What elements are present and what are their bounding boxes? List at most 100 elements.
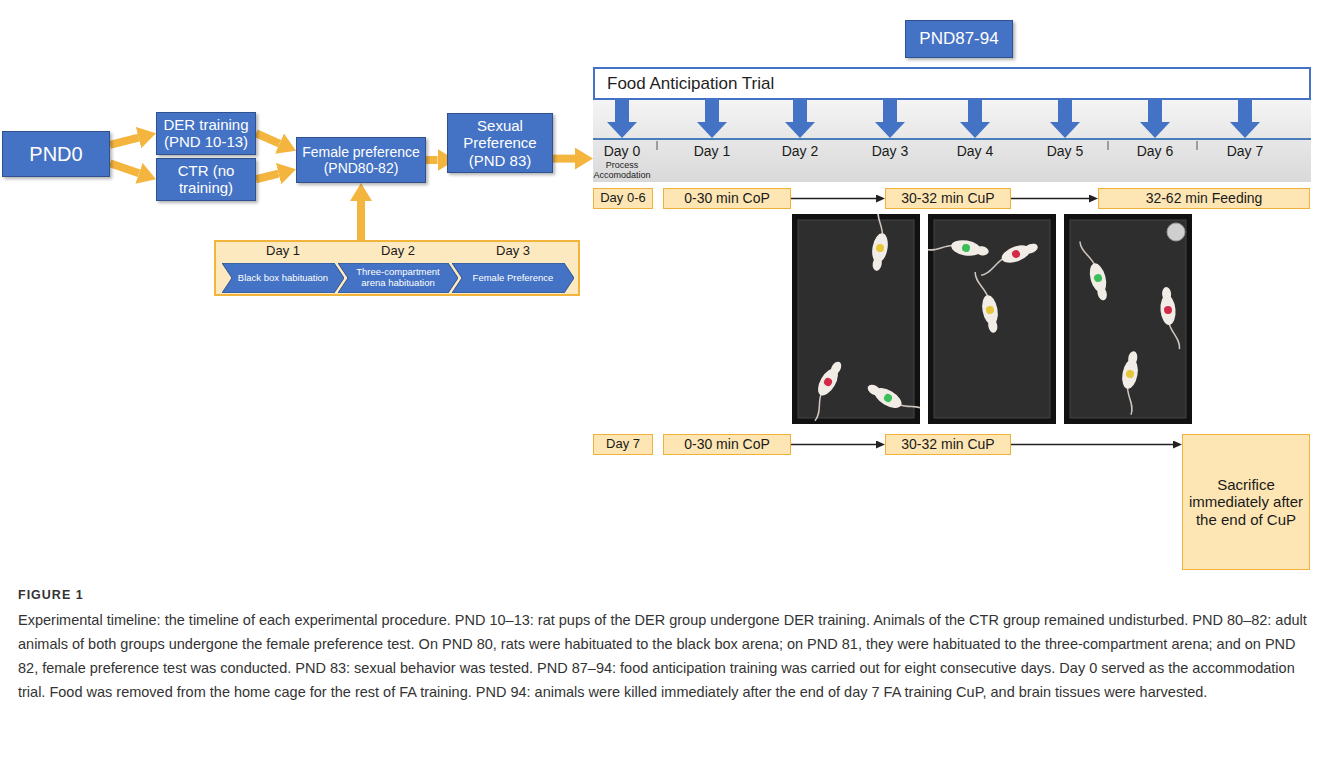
arena-photo (1064, 214, 1192, 424)
rat (928, 234, 990, 261)
node-text: Day 1 (694, 143, 731, 159)
timeline-tick (1108, 141, 1109, 150)
node-text: Day 0-6 (600, 190, 646, 205)
timeline-band (593, 100, 1311, 182)
connector-group (110, 100, 1245, 445)
text-holder: Day 3 (478, 244, 548, 259)
flow-arrow (615, 100, 629, 122)
text-holder: 30-32 min CuP (901, 190, 994, 206)
node-text: DER training (PND 10-13) (163, 116, 248, 150)
node-text: Sexual Preference (PND 83) (463, 117, 536, 169)
text-holder: 32-62 min Feeding (1146, 190, 1263, 206)
text-holder: PND87-94 (919, 29, 998, 49)
text-holder: Sacrifice immediately after the end of C… (1187, 476, 1305, 528)
text-holder: Day 5 (1035, 143, 1095, 159)
flow-arrow (256, 174, 279, 180)
flow-arrow (553, 155, 575, 163)
step-chevron: Black box habituation (222, 263, 344, 293)
flow-arrow (357, 201, 365, 240)
flow-arrow (256, 133, 280, 143)
node-text: 0-30 min CoP (684, 436, 770, 452)
rat (1116, 350, 1143, 415)
rat (1080, 237, 1112, 302)
flow-arrow (110, 138, 139, 145)
trial-header-box: Food Anticipation Trial (593, 67, 1311, 100)
node-text: Day 3 (496, 243, 530, 258)
text-holder: PND0 (29, 143, 82, 166)
node-text: Day 3 (872, 143, 909, 159)
timeline-tick (1197, 141, 1198, 150)
rat (976, 239, 1041, 275)
text-holder: Day 7 (606, 437, 640, 452)
node-text: 30-32 min CuP (901, 190, 994, 206)
text-holder: 0-30 min CoP (684, 190, 770, 206)
node-text: PND87-94 (919, 29, 998, 48)
step-chevron: Female Preference (452, 263, 574, 293)
chevron-outline (452, 263, 574, 293)
text-holder: Sexual Preference (PND 83) (453, 117, 547, 169)
text-holder: Day 0 (592, 143, 652, 159)
node-text: Day 6 (1137, 143, 1174, 159)
text-holder: Day 2 (770, 143, 830, 159)
phase-box: 0-30 min CoP (663, 188, 791, 209)
text-holder: Three-compartment arena habituation (351, 267, 445, 289)
step-chevron: Three-compartment arena habituation (338, 263, 458, 293)
node-text: Black box habituation (238, 272, 328, 283)
flow-arrow (705, 100, 719, 122)
phase-box: 30-32 min CuP (885, 188, 1011, 209)
text-holder: Black box habituation (238, 273, 328, 284)
day-timeline: Day 0Process Accomodation Day 1 Day 2 Day 3… (593, 138, 1311, 182)
phase-box: Sacrifice immediately after the end of C… (1182, 434, 1310, 570)
flow-arrow (110, 163, 139, 173)
text-holder: 0-30 min CoP (684, 436, 770, 452)
text-holder: Day 3 (860, 143, 920, 159)
stage-box: PND87-94 (905, 20, 1013, 58)
timeline-tick (657, 141, 658, 150)
figure-caption: Experimental timeline: the timeline of e… (18, 608, 1308, 704)
flow-arrow (1058, 100, 1072, 122)
node-text: Female preference (PND80-82) (302, 144, 420, 176)
node-text: Day 7 (1227, 143, 1264, 159)
figure-number: FIGURE 1 (18, 588, 84, 602)
phase-box: Day 0-6 (593, 188, 653, 209)
arena-photo (792, 214, 920, 424)
rat (802, 358, 847, 420)
node-text: Food Anticipation Trial (607, 74, 774, 93)
text-holder: Day 4 (945, 143, 1005, 159)
node-text: 32-62 min Feeding (1146, 190, 1263, 206)
phase-box: Day 7 (593, 434, 653, 455)
node-text: Three-compartment arena habituation (356, 266, 439, 288)
node-text: Day 7 (606, 436, 640, 451)
rat (975, 269, 1002, 334)
node-text: 0-30 min CoP (684, 190, 770, 206)
text-holder: Process Accomodation (589, 160, 655, 181)
text-holder: CTR (no training) (162, 162, 250, 197)
node-text: 30-32 min CuP (901, 436, 994, 452)
rat (1159, 286, 1180, 350)
phase-box: 32-62 min Feeding (1098, 188, 1310, 209)
flow-arrow (426, 156, 438, 164)
stage-box: PND0 (2, 131, 110, 177)
node-text: Day 4 (957, 143, 994, 159)
stage-box: Female preference (PND80-82) (296, 137, 426, 183)
stage-box: Sexual Preference (PND 83) (447, 113, 553, 173)
text-holder: Day 6 (1125, 143, 1185, 159)
text-holder: Day 1 (248, 244, 318, 259)
node-text: Day 2 (782, 143, 819, 159)
text-holder: DER training (PND 10-13) (162, 116, 250, 151)
text-holder: Day 7 (1215, 143, 1275, 159)
node-text: Day 5 (1047, 143, 1084, 159)
arena-photo (928, 214, 1056, 424)
chevron-outline (338, 263, 458, 293)
protocol-panel: Day 1Day 2Day 3Black box habituationThre… (214, 240, 580, 296)
phase-box: 30-32 min CuP (885, 434, 1011, 455)
text-holder: Day 1 (682, 143, 742, 159)
node-text: Day 1 (266, 243, 300, 258)
text-holder: 30-32 min CuP (901, 436, 994, 452)
chevron-outline (222, 263, 344, 293)
node-text: Day 0 (604, 143, 641, 159)
flow-arrow (1238, 100, 1252, 122)
node-text: Process Accomodation (593, 160, 650, 180)
node-text: CTR (no training) (178, 162, 235, 196)
